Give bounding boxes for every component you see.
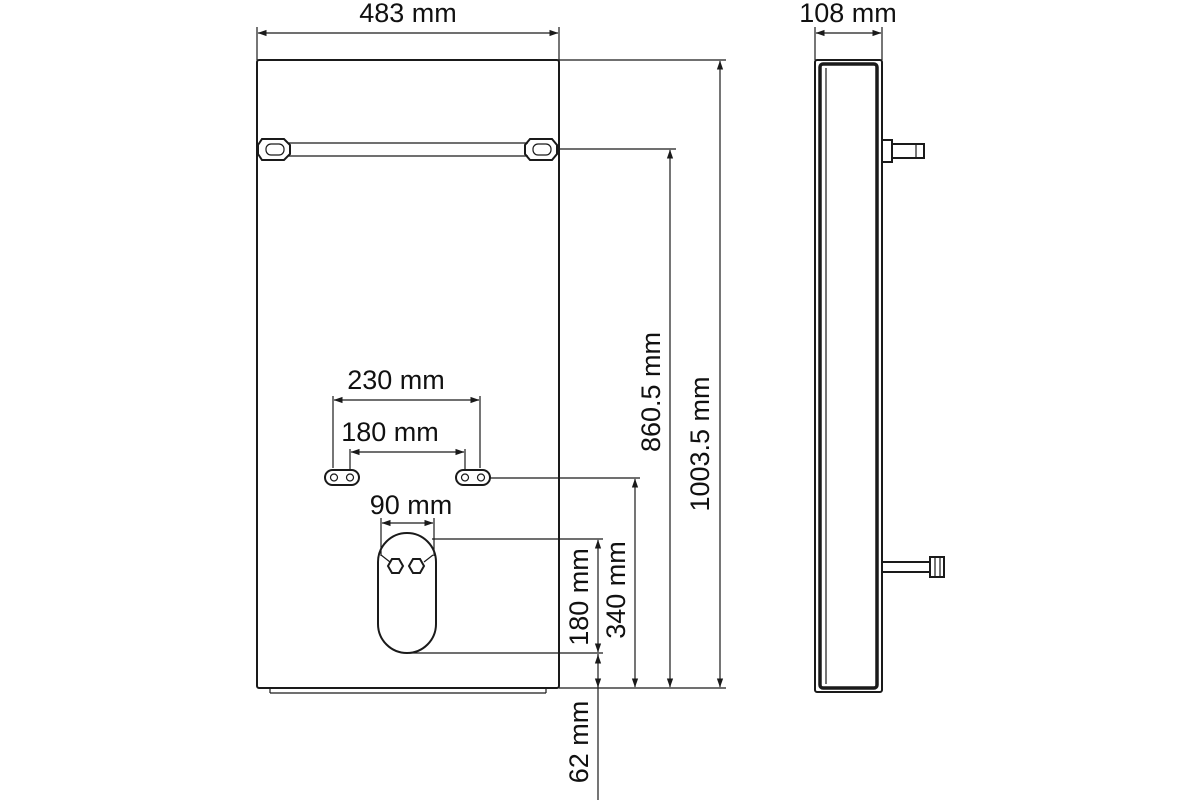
valve-nut-right	[407, 558, 426, 574]
dim-hook-spacing-outer: 230 mm	[347, 365, 445, 395]
dim-rail-height: 860.5 mm	[636, 332, 666, 452]
side-panel-outline	[814, 59, 883, 693]
dim-front-width: 483 mm	[359, 0, 457, 28]
dim-hook-spacing-inner: 180 mm	[341, 417, 439, 447]
dim-side-depth: 108 mm	[799, 0, 897, 28]
wall-hook-right	[455, 469, 491, 486]
valve-cutout	[377, 532, 437, 654]
front-panel-outline	[256, 59, 560, 689]
dim-valve-cutout-height: 180 mm	[564, 548, 594, 646]
dim-bottom-offset: 62 mm	[564, 701, 594, 784]
towel-rail	[257, 138, 558, 161]
front-view: 483 mm 230 mm 180 mm 90 mm 180 mm 62 mm	[256, 0, 726, 800]
wall-hook-left	[324, 469, 360, 486]
lower-pipe-connection	[881, 556, 945, 578]
dim-hook-height: 340 mm	[601, 541, 631, 639]
valve-nut-left	[386, 558, 405, 574]
dim-valve-spacing: 90 mm	[370, 490, 453, 520]
dim-total-height: 1003.5 mm	[685, 376, 715, 511]
side-view: 108 mm	[799, 0, 945, 693]
upper-pipe-connection	[881, 139, 925, 163]
